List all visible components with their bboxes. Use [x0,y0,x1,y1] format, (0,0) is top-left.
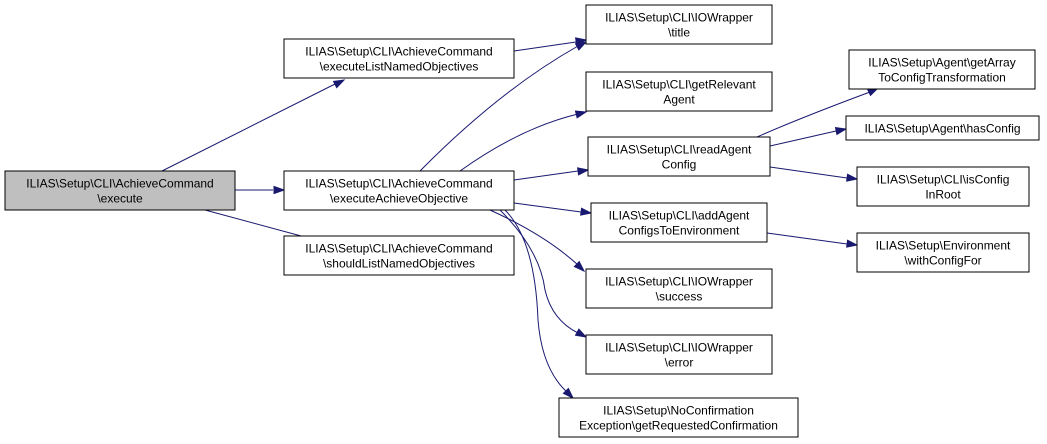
node-label-line: \withConfigFor [904,254,981,268]
node-box [283,170,515,211]
node-getRequestedConfirmation[interactable]: ILIAS\Setup\NoConfirmationException\getR… [558,397,799,438]
node-label-line: \error [665,356,694,370]
node-label-line: ILIAS\Setup\CLI\AchieveCommand [26,177,213,191]
node-withConfigFor[interactable]: ILIAS\Setup\Environment\withConfigFor [856,232,1030,273]
node-execute[interactable]: ILIAS\Setup\CLI\AchieveCommand\execute [4,170,236,211]
node-box [590,202,768,243]
node-label-line: ILIAS\Setup\NoConfirmation [603,404,754,418]
node-getArrayToConfigTransformation[interactable]: ILIAS\Setup\Agent\getArrayToConfigTransf… [848,49,1036,90]
node-label-line: ILIAS\Setup\Environment [876,239,1011,253]
edge-execute-to-executeListNamedObjectives [161,79,346,172]
edge-readAgentConfig-to-hasConfig [769,126,848,147]
node-box [283,235,515,276]
edge-executeAchieveObjective-to-title [419,41,588,172]
node-label-line: ILIAS\Setup\CLI\IOWrapper [605,11,753,25]
node-label-line: \execute [97,192,143,206]
node-box [585,268,773,309]
edge-addAgentConfigsToEnvironment-to-withConfigFor [766,232,859,248]
node-label-line: Exception\getRequestedConfirmation [579,419,778,433]
node-label-line: ToConfigTransformation [878,71,1006,85]
node-label-line: ILIAS\Setup\CLI\isConfig [877,173,1010,187]
node-executeListNamedObjectives[interactable]: ILIAS\Setup\CLI\AchieveCommand\executeLi… [283,38,515,79]
edge-executeAchieveObjective-to-getRelevantAgent [459,110,588,172]
edge-execute-to-executeAchieveObjective [235,185,286,195]
node-box [283,38,515,79]
node-label-line: ILIAS\Setup\CLI\getRelevant [602,78,756,92]
node-label-line: \title [668,26,690,40]
node-executeAchieveObjective[interactable]: ILIAS\Setup\CLI\AchieveCommand\executeAc… [283,170,515,211]
edge-executeAchieveObjective-to-success [489,209,586,273]
edge-readAgentConfig-to-isConfigInRoot [769,166,859,182]
node-box [558,397,799,438]
node-shouldListNamedObjectives[interactable]: ILIAS\Setup\CLI\AchieveCommand\shouldLis… [283,235,515,276]
node-box [856,166,1030,207]
node-label-line: Config [662,158,697,172]
node-label-line: Agent [663,93,695,107]
edge-executeAchieveObjective-to-readAgentConfig [513,167,590,181]
node-label-line: ILIAS\Setup\Agent\getArray [868,56,1015,70]
node-box [4,170,236,211]
node-label-line: \executeListNamedObjectives [320,60,479,74]
node-label-line: ILIAS\Setup\CLI\IOWrapper [605,275,753,289]
node-label-line: InRoot [925,188,961,202]
node-hasConfig[interactable]: ILIAS\Setup\Agent\hasConfig [845,115,1040,141]
node-label-line: ConfigsToEnvironment [619,224,740,238]
node-label-line: \success [656,290,703,304]
node-label-line: ILIAS\Setup\CLI\AchieveCommand [305,177,492,191]
node-success[interactable]: ILIAS\Setup\CLI\IOWrapper\success [585,268,773,309]
node-box [856,232,1030,273]
node-box [587,136,771,177]
node-box [585,71,773,112]
edge-executeAchieveObjective-to-getRequestedConfirmation [504,209,575,400]
node-label-line: ILIAS\Setup\Agent\hasConfig [864,122,1020,136]
node-error[interactable]: ILIAS\Setup\CLI\IOWrapper\error [585,334,773,375]
node-label-line: ILIAS\Setup\CLI\addAgent [609,209,750,223]
node-label-line: ILIAS\Setup\CLI\AchieveCommand [305,242,492,256]
node-addAgentConfigsToEnvironment[interactable]: ILIAS\Setup\CLI\addAgentConfigsToEnviron… [590,202,768,243]
node-label-line: \executeAchieveObjective [330,192,468,206]
node-box [585,4,773,45]
node-label-line: ILIAS\Setup\CLI\readAgent [607,143,752,157]
node-box [845,115,1040,141]
node-title[interactable]: ILIAS\Setup\CLI\IOWrapper\title [585,4,773,45]
edge-executeAchieveObjective-to-error [499,209,588,338]
node-label-line: \shouldListNamedObjectives [323,257,475,271]
node-label-line: ILIAS\Setup\CLI\AchieveCommand [305,45,492,59]
node-box [848,49,1036,90]
node-box [585,334,773,375]
edge-executeListNamedObjectives-to-title [513,37,588,52]
edge-executeAchieveObjective-to-addAgentConfigsToEnvironment [513,202,593,216]
node-label-line: ILIAS\Setup\CLI\IOWrapper [605,341,753,355]
